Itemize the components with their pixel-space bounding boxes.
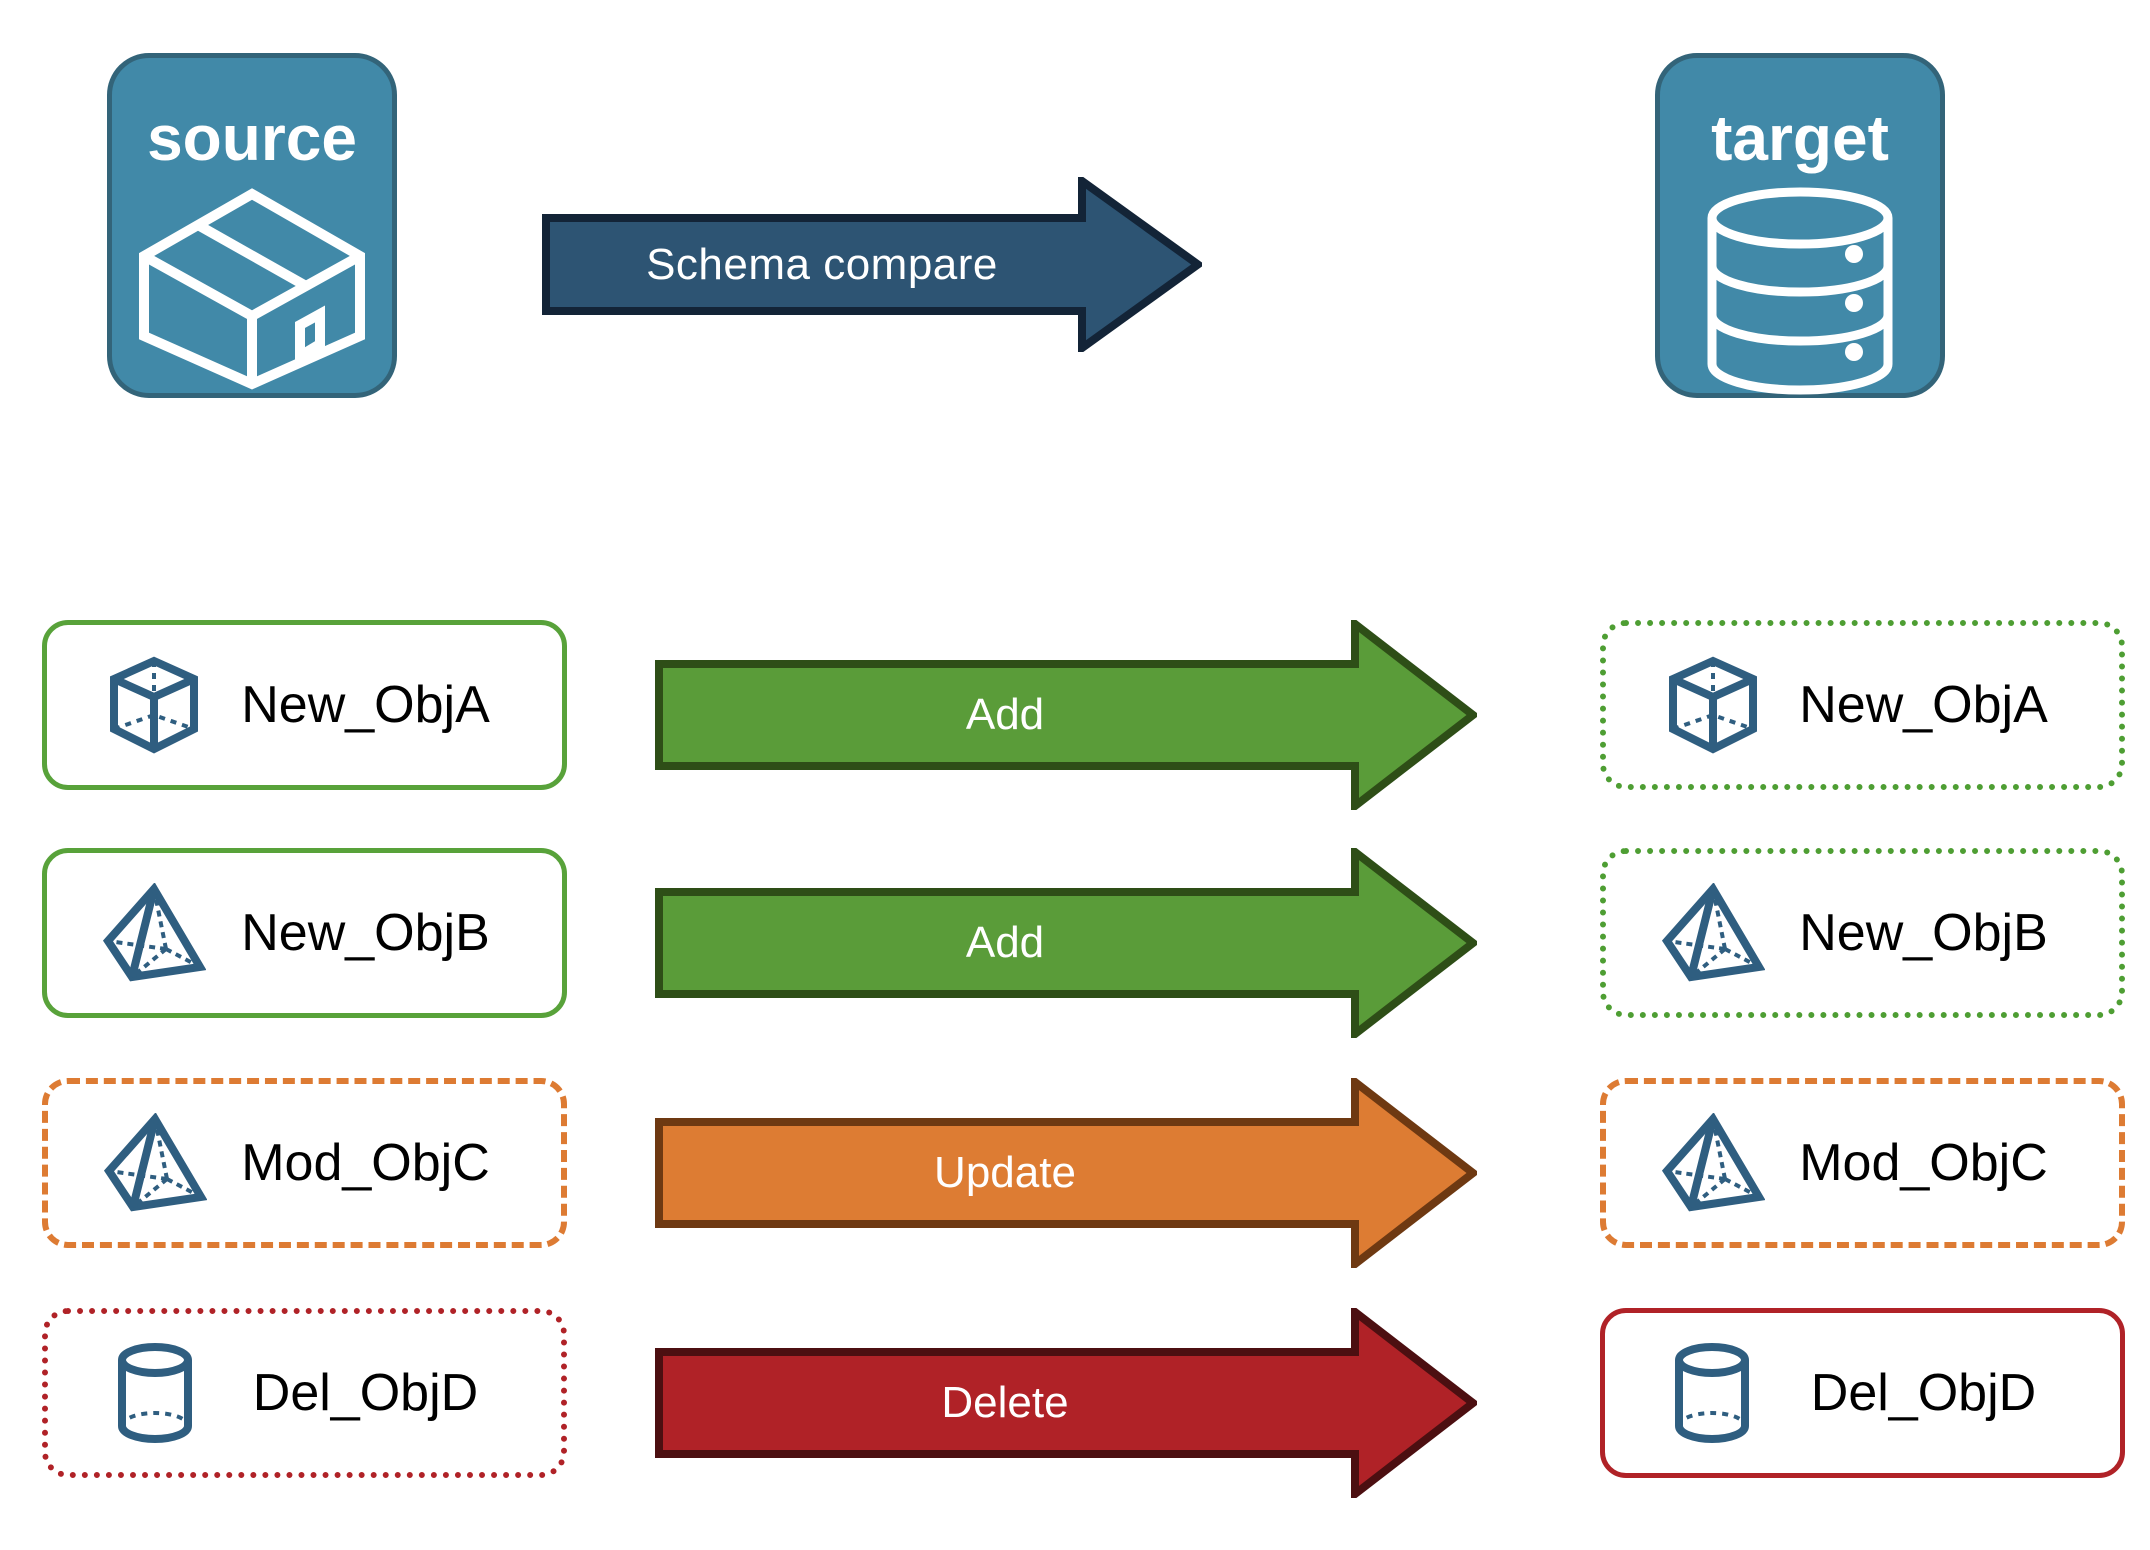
source-object-label-3: Mod_ObjC: [241, 1134, 490, 1192]
wireframe-pyramid-icon: [100, 1113, 210, 1213]
target-object-row-3[interactable]: Mod_ObjC: [1600, 1078, 2125, 1248]
source-object-label-2: New_ObjB: [241, 904, 490, 962]
target-object-label-4: Del_ObjD: [1810, 1364, 2037, 1422]
wireframe-cylinder-icon: [1657, 1341, 1767, 1445]
database-cylinder-icon: [1660, 186, 1940, 396]
target-object-label-1: New_ObjA: [1799, 676, 2048, 734]
wireframe-cube-icon: [99, 655, 209, 755]
wireframe-pyramid-icon: [1658, 883, 1768, 983]
wireframe-pyramid-icon: [99, 883, 209, 983]
target-object-row-2[interactable]: New_ObjB: [1600, 848, 2125, 1018]
action-arrow-row-3: Update: [655, 1073, 1480, 1273]
source-object-row-1[interactable]: New_ObjA: [42, 620, 567, 790]
source-object-row-3[interactable]: Mod_ObjC: [42, 1078, 567, 1248]
source-object-row-4[interactable]: Del_ObjD: [42, 1308, 567, 1478]
target-object-label-2: New_ObjB: [1799, 904, 2048, 962]
source-object-row-2[interactable]: New_ObjB: [42, 848, 567, 1018]
wireframe-cube-icon: [1658, 655, 1768, 755]
target-object-row-1[interactable]: New_ObjA: [1600, 620, 2125, 790]
source-object-label-1: New_ObjA: [241, 676, 490, 734]
wireframe-cylinder-icon: [100, 1341, 210, 1445]
action-arrow-row-1: Add: [655, 615, 1480, 815]
target-object-row-4[interactable]: Del_ObjD: [1600, 1308, 2125, 1478]
source-panel: source: [107, 53, 397, 398]
package-box-icon: [112, 186, 392, 391]
action-arrow-row-4: Delete: [655, 1303, 1480, 1503]
schema-compare-arrow: Schema compare: [542, 173, 1205, 356]
action-arrow-row-2: Add: [655, 843, 1480, 1043]
source-object-label-4: Del_ObjD: [252, 1364, 479, 1422]
source-panel-title: source: [147, 102, 357, 174]
wireframe-pyramid-icon: [1658, 1113, 1768, 1213]
target-object-label-3: Mod_ObjC: [1799, 1134, 2048, 1192]
target-panel-title: target: [1711, 102, 1889, 174]
target-panel: target: [1655, 53, 1945, 398]
